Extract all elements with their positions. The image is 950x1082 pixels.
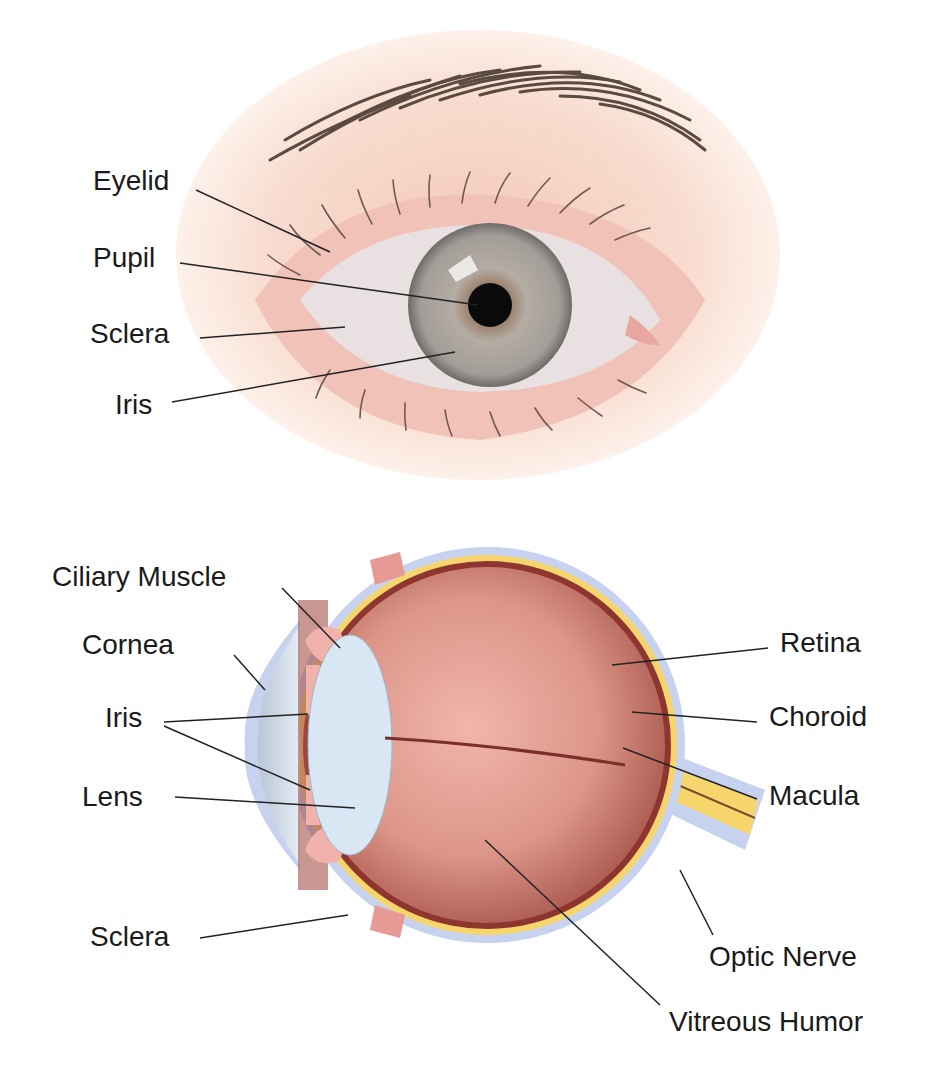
part-label: Macula — [769, 782, 859, 810]
part-label: Pupil — [93, 244, 155, 272]
part-label: Iris — [105, 704, 142, 732]
part-label: Lens — [82, 783, 143, 811]
part-label: Sclera — [90, 320, 169, 348]
part-label: Retina — [780, 629, 861, 657]
eyebrow — [270, 66, 705, 160]
part-label: Vitreous Humor — [669, 1008, 863, 1036]
part-label: Cornea — [82, 631, 174, 659]
leader-lines — [164, 190, 768, 1005]
part-label: Sclera — [90, 923, 169, 951]
part-label: Ciliary Muscle — [52, 563, 226, 591]
eye-cross-section — [245, 547, 765, 943]
front-eye — [176, 30, 780, 480]
eyelashes — [268, 172, 650, 436]
part-label: Iris — [115, 391, 152, 419]
part-label: Eyelid — [93, 167, 169, 195]
part-label: Choroid — [769, 703, 867, 731]
part-label: Optic Nerve — [709, 943, 857, 971]
